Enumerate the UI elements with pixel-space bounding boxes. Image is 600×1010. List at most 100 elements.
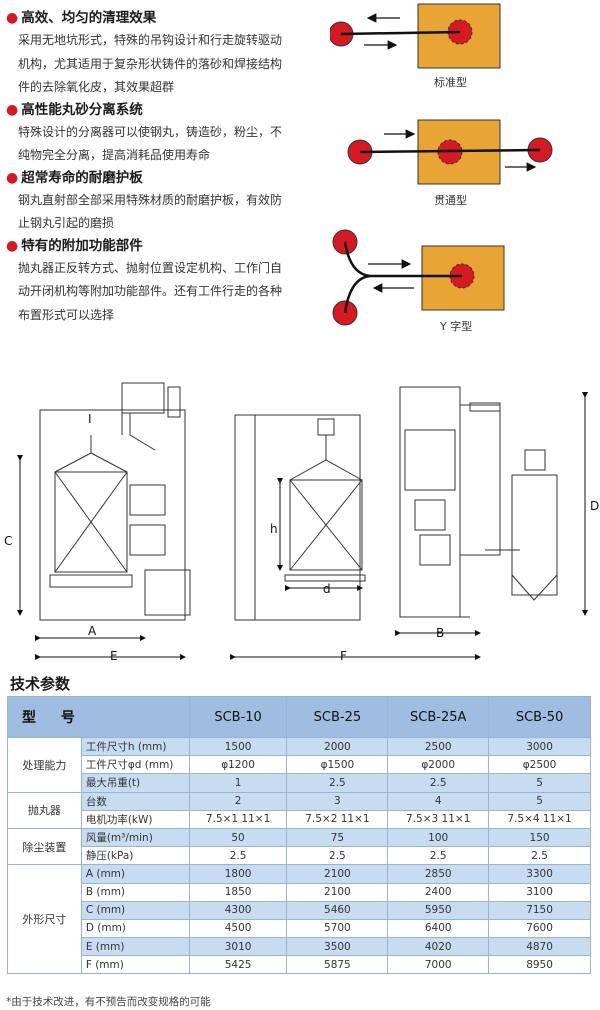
cell: 3500 xyxy=(286,937,389,957)
feature-line: 纯物完全分离，提高消耗品使用寿命 xyxy=(18,148,211,162)
standard-type-diagram xyxy=(328,3,501,69)
cell: 2.5 xyxy=(387,773,490,793)
table-row: 除尘装置 风量(m³/min) 50 75 100 150 xyxy=(7,827,591,866)
feature-title: 高性能丸砂分离系统 xyxy=(21,101,143,118)
cell: φ2000 xyxy=(387,755,490,775)
cell: 7150 xyxy=(488,900,591,920)
cell: 1500 xyxy=(188,736,288,757)
bullet-icon: ● xyxy=(6,10,19,26)
cell: 3000 xyxy=(488,736,591,757)
group-label: 外形尺寸 xyxy=(7,864,82,975)
row-label: D (mm) xyxy=(80,918,190,939)
bullet-icon: ● xyxy=(6,101,19,118)
cell: 5950 xyxy=(387,900,490,920)
table-row: 静压(kPa) 2.5 2.5 2.5 2.5 xyxy=(8,846,591,866)
footnote: *由于技术改进，有不预告而改变规格的可能 xyxy=(6,996,211,1008)
bullet-icon: ● xyxy=(6,169,19,186)
feature-line: 钢丸直射部全部采用特殊材质的耐磨护板，有效防 xyxy=(18,192,283,207)
dim-label-F: F xyxy=(340,649,347,663)
dim-label-h: h xyxy=(270,522,278,536)
feature-line: 抛丸器正反转方式、抛射位置设定机构、工作门自 xyxy=(18,260,283,275)
table-row: 处理能力 工件尺寸h (mm) 1500 2000 2500 3000 xyxy=(7,736,591,793)
table-header-row: 型 号 SCB-10 SCB-25 SCB-25A SCB-50 xyxy=(7,696,591,738)
dim-label-B: B xyxy=(436,626,444,640)
cell: 7600 xyxy=(488,918,591,939)
feature-line: 布置形式可以选择 xyxy=(18,307,115,322)
table-row: B (mm) 1850 2100 2400 3100 xyxy=(8,882,591,902)
cell: 3100 xyxy=(488,882,591,902)
cell: 2500 xyxy=(387,736,490,757)
header-cell: SCB-10 xyxy=(188,696,288,738)
cell: 7.5×2 11×1 xyxy=(286,809,389,829)
cell: 5875 xyxy=(286,955,389,975)
feature-title: 高效、均匀的清理效果 xyxy=(21,10,157,26)
layout-type-diagrams: 标准型 贯通型 Y 字型 xyxy=(328,0,600,340)
cell: 2.5 xyxy=(286,846,389,866)
row-label: C (mm) xyxy=(80,900,190,920)
cell: 5460 xyxy=(286,900,389,920)
dim-label-C: C xyxy=(4,534,12,548)
row-label: 电机功率(kW) xyxy=(80,809,190,829)
group-label: 抛丸器 xyxy=(7,791,82,829)
header-cell: SCB-25A xyxy=(387,696,490,738)
cell: 2.5 xyxy=(488,846,591,866)
row-label: B (mm) xyxy=(80,882,190,902)
cell: 4 xyxy=(387,791,490,811)
header-cell: SCB-50 xyxy=(488,696,591,738)
header-cell: SCB-25 xyxy=(286,696,389,738)
table-row: 抛丸器 台数 2 3 4 5 xyxy=(7,791,591,829)
cell: 2850 xyxy=(387,864,490,884)
cell: 2.5 xyxy=(387,846,490,866)
section-title: 技术参数 xyxy=(10,675,71,693)
dim-label-A: A xyxy=(88,624,97,638)
dim-label-d: d xyxy=(323,582,331,596)
cell: 6400 xyxy=(387,918,490,939)
cell: 150 xyxy=(488,827,591,848)
table-row: 工件尺寸φd (mm) φ1200 φ1500 φ2000 φ2500 xyxy=(8,755,591,775)
cell: 5 xyxy=(488,773,591,793)
feature-line: 特殊设计的分离器可以使钢丸，铸造砂，粉尘，不 xyxy=(18,124,283,139)
cell: 4500 xyxy=(188,918,288,939)
layout-diagram-svg xyxy=(328,3,553,326)
row-label: E (mm) xyxy=(80,937,190,957)
y-type-diagram xyxy=(332,229,505,326)
group-label: 处理能力 xyxy=(7,737,82,793)
group-label: 除尘装置 xyxy=(7,827,82,866)
cell: 1800 xyxy=(188,864,288,884)
feature-line: 机构，尤其适用于复杂形状铸件的落砂和焊接结构 xyxy=(18,56,283,71)
feature-title: 超常寿命的耐磨护板 xyxy=(21,169,143,186)
feature-title: 特有的附加功能部件 xyxy=(21,237,143,254)
cell: 3300 xyxy=(488,864,591,884)
table-row: E (mm) 3010 3500 4020 4870 xyxy=(8,937,591,957)
feature-line: 采用无地坑形式，特殊的吊钩设计和行走旋转驱动 xyxy=(18,33,283,47)
cell: 5 xyxy=(488,791,591,811)
row-label: 风量(m³/min) xyxy=(80,827,190,848)
feature-1: ●高效、均匀的清理效果 采用无地坑形式，特殊的吊钩设计和行走旋转驱动 机构，尤其… xyxy=(6,8,324,100)
row-label: 工件尺寸h (mm) xyxy=(80,736,190,757)
table-row: F (mm) 5425 5875 7000 8950 xyxy=(8,955,591,975)
row-label: 最大吊重(t) xyxy=(80,773,190,793)
cell: 1850 xyxy=(188,882,288,902)
cell: 7000 xyxy=(387,955,490,975)
cell: 2 xyxy=(188,791,288,811)
cell: 2000 xyxy=(286,736,389,757)
right-view-drawing xyxy=(399,386,558,618)
cell: 100 xyxy=(387,827,490,848)
cell: 5425 xyxy=(188,955,288,975)
table-row: 外形尺寸 A (mm) 1800 2100 2850 3300 xyxy=(7,864,591,975)
cell: 1 xyxy=(188,773,288,793)
row-label: 工件尺寸φd (mm) xyxy=(80,755,190,775)
cell: 2.5 xyxy=(286,773,389,793)
row-label: A (mm) xyxy=(80,864,190,884)
cell: 7.5×4 11×1 xyxy=(488,809,591,829)
standard-type-caption: 标准型 xyxy=(434,76,467,89)
cell: 75 xyxy=(286,827,389,848)
row-label: 台数 xyxy=(80,791,190,811)
cell: 4870 xyxy=(488,937,591,957)
machine-drawings: C A E h d F B D I xyxy=(0,375,600,665)
through-type-caption: 贯通型 xyxy=(434,194,467,207)
table-row: C (mm) 4300 5460 5950 7150 xyxy=(8,900,591,920)
dim-label-I: I xyxy=(88,412,92,426)
machine-drawing-svg: C A E h d F B D I xyxy=(4,382,599,663)
table-row: 电机功率(kW) 7.5×1 11×1 7.5×2 11×1 7.5×3 11×… xyxy=(8,809,591,829)
